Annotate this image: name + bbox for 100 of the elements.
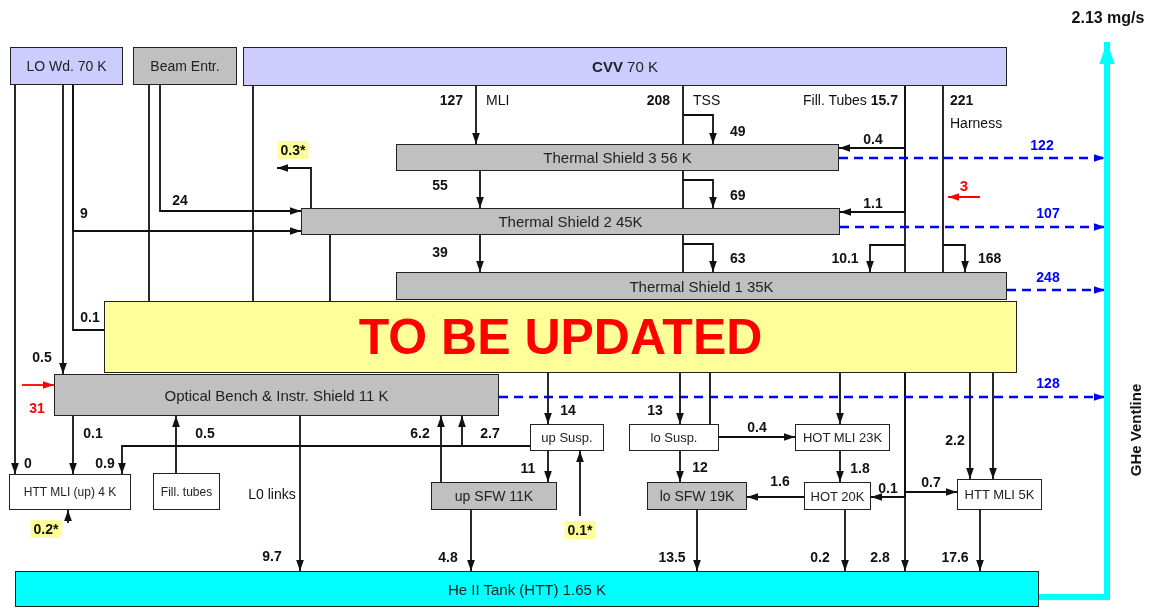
component-box (647, 482, 747, 510)
heat-flow-arrow (904, 372, 958, 496)
heat-flow-arrow (682, 85, 717, 145)
node-label: Fill. tubes (160, 484, 213, 499)
edge-label: 2.7 (480, 425, 500, 441)
heat-flow-arrow (841, 509, 849, 572)
component-box (795, 424, 890, 451)
node-label: Thermal Shield 1 35K (629, 277, 774, 295)
heat-flow-arrow (866, 85, 906, 273)
edge-label: 0.5 (195, 425, 215, 441)
component-box (9, 474, 131, 510)
beam-entrance-box (133, 47, 237, 85)
edge-label: 49 (730, 123, 746, 139)
edge-label: 63 (730, 250, 746, 266)
vacuum-vessel-bar (243, 47, 1007, 86)
heat-flow-arrow (839, 154, 1105, 162)
edge-label: 31 (29, 400, 45, 416)
edge-label: 248 (1036, 269, 1060, 285)
heat-flow-arrow (476, 170, 484, 209)
heat-flow-arrow (976, 509, 984, 572)
edge-label: 0.4 (747, 419, 767, 435)
node-label: Optical Bench & Instr. Shield 11 K (164, 386, 389, 404)
heat-flow-arrow (476, 234, 484, 273)
annotation-text: MLI (486, 92, 510, 108)
edge-label: 55 (432, 177, 448, 193)
component-box (957, 479, 1042, 510)
edge-label: 107 (1036, 205, 1060, 221)
edge-label: 1.8 (850, 460, 870, 476)
edge-label: 69 (730, 187, 746, 203)
edge-label: 11 (520, 460, 536, 476)
edge-label: 122 (1030, 137, 1054, 153)
edge-label: 17.6 (941, 549, 969, 565)
edge-label: 0.5 (32, 349, 52, 365)
vent-line-arrow (1039, 42, 1115, 600)
heat-flow-arrow (544, 450, 552, 483)
edge-label: 9 (80, 205, 88, 221)
edge-label: 4.8 (438, 549, 458, 565)
node-label: HOT 20K (810, 488, 865, 504)
thermal-shield-bar (301, 208, 840, 235)
connector-line (148, 84, 150, 302)
heat-flow-arrow (682, 234, 717, 273)
edge-label: 0.2 (810, 549, 830, 565)
annotation-text: Fill. Tubes 15.7 (803, 92, 898, 108)
edge-label: 14 (560, 402, 576, 418)
heat-flow-arrow (840, 223, 1105, 231)
node-label: CVV 70 K (592, 58, 658, 75)
edge-label: 127 (439, 92, 463, 108)
edge-label: 0.1* (564, 521, 596, 539)
edge-label: 24 (172, 192, 188, 208)
heat-flow-arrow (72, 84, 302, 235)
node-label: lo SFW 19K (659, 488, 735, 504)
heat-flow-arrow (836, 450, 844, 483)
component-box (153, 473, 220, 510)
annotation-text: 3 (959, 178, 969, 194)
edge-label: 0.3* (277, 141, 309, 159)
heat-flow-arrow (437, 415, 445, 483)
edge-label: 13.5 (658, 549, 686, 565)
connector-line (709, 372, 711, 425)
edge-label: 128 (1036, 375, 1060, 391)
node-label: LO Wd. 70 K (26, 58, 107, 74)
edge-label: 0.2* (30, 520, 62, 538)
edge-label: 6.2 (410, 425, 430, 441)
heat-flow-arrow (296, 415, 304, 572)
heat-flow-arrow (676, 372, 684, 425)
edge-label: 9.7 (262, 548, 282, 564)
heat-flow-arrow (718, 433, 796, 441)
heat-flow-arrow (159, 84, 302, 215)
heat-flow-arrow (472, 85, 480, 145)
edge-label: 10.1 (831, 250, 859, 266)
connector-line (329, 234, 331, 302)
component-box (530, 424, 604, 451)
edge-label: 2.8 (870, 549, 890, 565)
annotation-text: 208 (646, 92, 670, 108)
thermal-shield-bar (396, 144, 839, 171)
edge-label: 0.4 (863, 131, 883, 147)
notice-text: TO BE UPDATED (358, 308, 763, 366)
component-box (431, 482, 557, 510)
node-label: lo Susp. (650, 430, 698, 445)
helium-tank-bar (15, 571, 1039, 607)
node-label: HOT MLI 23K (802, 430, 883, 445)
heat-flow-arrow (693, 509, 701, 572)
edge-label: 0.1 (80, 309, 100, 325)
edge-label: 39 (432, 244, 448, 260)
node-label: up SFW 11K (454, 488, 534, 504)
thermal-shield-bar (396, 272, 1007, 300)
node-label: HTT MLI (up) 4 K (23, 485, 117, 499)
heat-flow-arrow (966, 372, 974, 480)
edge-label: 0.1 (878, 480, 898, 496)
optical-bench-bar (54, 374, 499, 416)
vent-line-label: GHe Ventline (1128, 383, 1144, 477)
edge-label: 12 (692, 459, 708, 475)
edge-label: 0.7 (921, 474, 941, 490)
heat-flow-arrow (1007, 286, 1105, 294)
heat-flow-arrow (276, 164, 312, 209)
annotation-text: TSS (693, 92, 721, 108)
edge-label: 0 (24, 455, 32, 471)
component-box (629, 424, 719, 451)
heat-flow-arrow (64, 509, 72, 524)
heat-flow-arrow (69, 415, 77, 475)
heat-flow-arrow (467, 509, 475, 572)
